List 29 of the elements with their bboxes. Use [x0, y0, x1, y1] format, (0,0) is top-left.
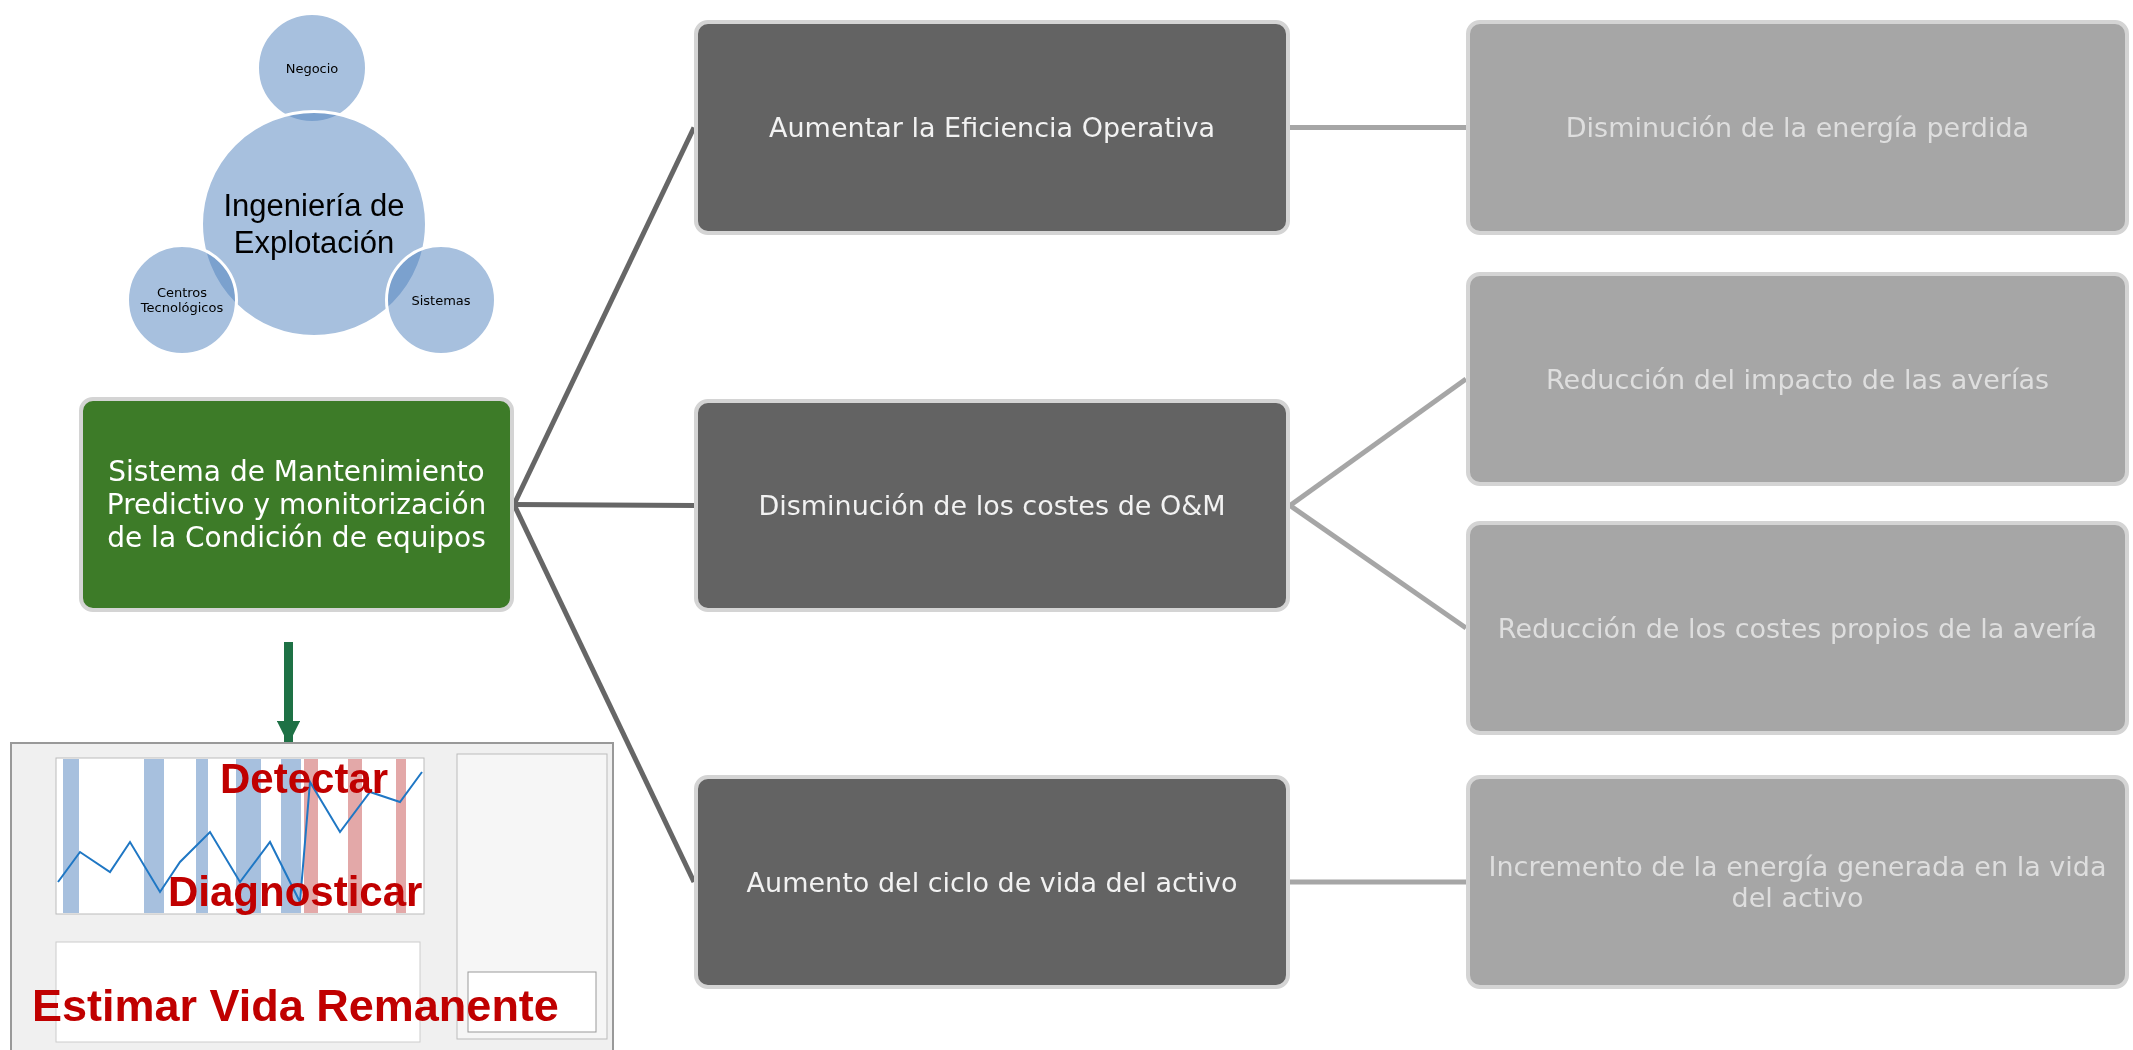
result-box [1466, 272, 2129, 486]
node-label: Sistema de Mantenimiento Predictivo y monitorización de la Condición de equipos [105, 455, 488, 554]
process-box [79, 397, 514, 612]
node-label: Disminución de los costes de O&M [758, 490, 1226, 521]
node-label: Aumentar la Eficiencia Operativa [769, 112, 1215, 143]
node-label: Disminución de la energía perdida [1565, 112, 2030, 143]
connector-line [1290, 125, 1466, 130]
node-label: Negocio [285, 60, 339, 76]
node-label: Ingeniería de Explotación [222, 186, 406, 262]
process-box [694, 20, 1290, 235]
node-label: Reducción del impacto de las averías [1545, 363, 2049, 395]
node-label: Reducción de los costes propios de la avería [1497, 612, 2098, 644]
result-box [1466, 20, 2129, 235]
node-label: Aumento del ciclo de vida del activo [746, 866, 1238, 898]
result-box [1466, 775, 2129, 989]
arrow [276, 642, 301, 745]
node-label: Sistemas [411, 292, 471, 308]
overlay-label: Detectar [220, 755, 389, 803]
node-label: Incremento de la energía generada en la vida del activo [1488, 851, 2107, 913]
result-box [1466, 521, 2129, 735]
connector-line [514, 502, 694, 508]
connector-line [1290, 879, 1466, 885]
process-box [694, 775, 1290, 989]
node-label: Centros Tecnológicos [139, 285, 225, 315]
overlay-label: Estimar Vida Remanente [32, 980, 559, 1032]
picture [10, 742, 614, 1050]
connector-line [1288, 503, 1468, 631]
connector-line [1288, 376, 1468, 508]
process-box [694, 399, 1290, 612]
